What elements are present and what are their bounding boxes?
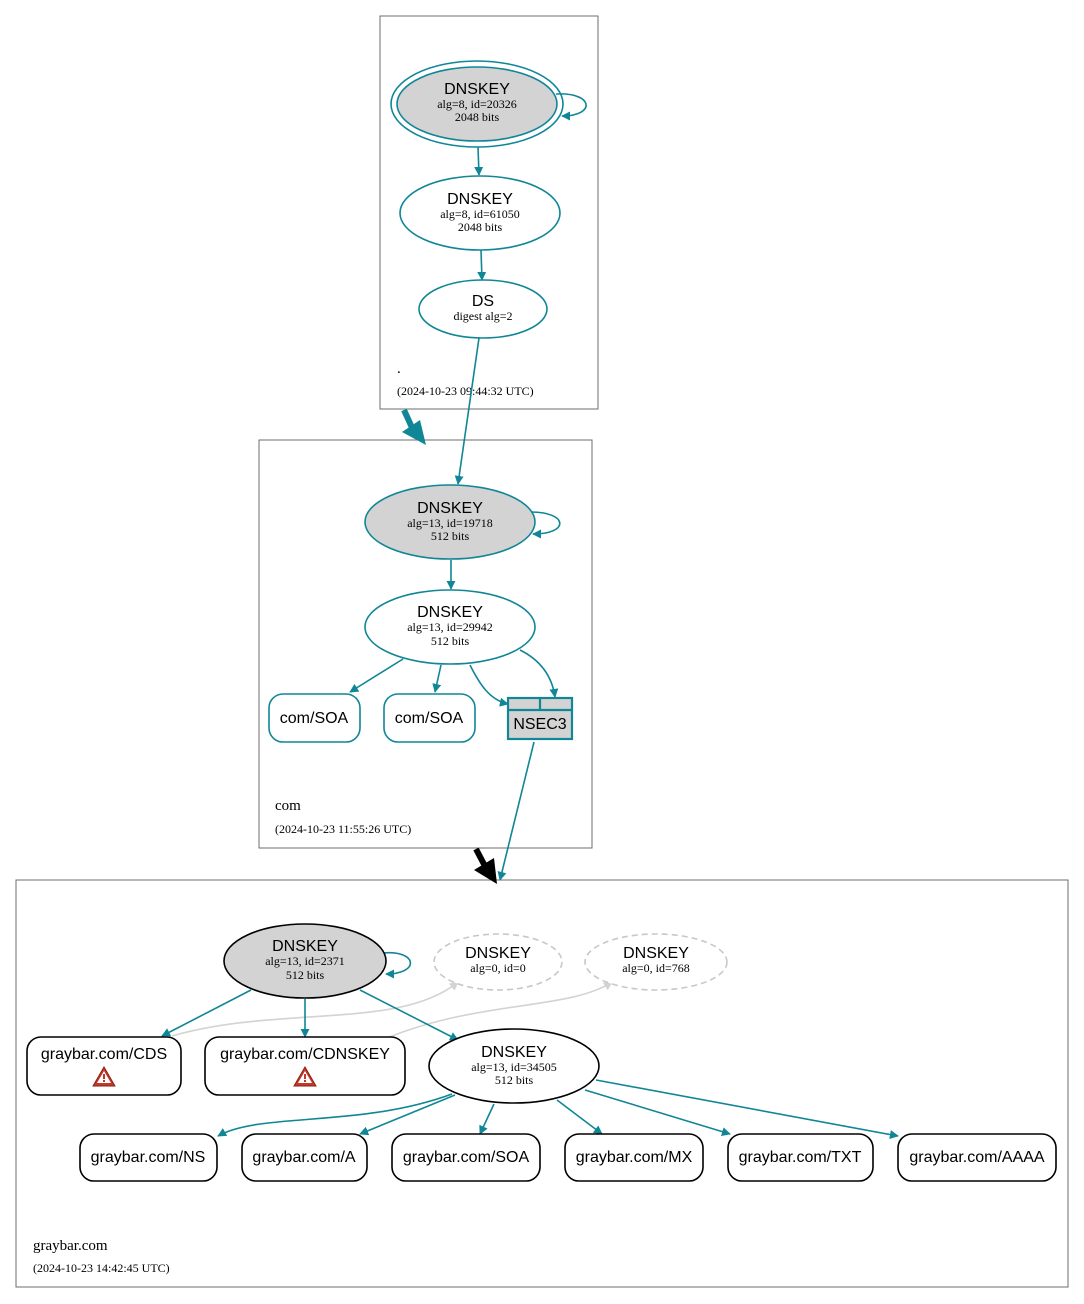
com-soa-2-label: com/SOA: [395, 710, 464, 727]
graybar-zsk-alg: alg=13, id=34505: [471, 1060, 557, 1074]
graybar-ksk-title: DNSKEY: [272, 938, 338, 955]
com-ksk-node[interactable]: DNSKEY alg=13, id=19718 512 bits: [364, 484, 536, 560]
graybar-ghost-768-title: DNSKEY: [623, 945, 689, 962]
zone-graybar-name: graybar.com: [33, 1238, 108, 1254]
zone-root-timestamp: (2024-10-23 09:44:32 UTC): [397, 384, 534, 398]
root-zsk-node[interactable]: DNSKEY alg=8, id=61050 2048 bits: [399, 175, 561, 251]
com-soa-1-label: com/SOA: [280, 710, 349, 727]
root-ksk-alg: alg=8, id=20326: [437, 97, 517, 111]
graybar-ksk-node[interactable]: DNSKEY alg=13, id=2371 512 bits: [223, 923, 387, 999]
com-soa-node-2[interactable]: com/SOA: [383, 693, 476, 743]
graybar-cdnskey-label: graybar.com/CDNSKEY: [220, 1046, 390, 1063]
graybar-mx-node[interactable]: graybar.com/MX: [564, 1133, 704, 1182]
com-zsk-bits: 512 bits: [431, 634, 470, 648]
graybar-zsk-title: DNSKEY: [481, 1044, 547, 1061]
graybar-cds-label: graybar.com/CDS: [41, 1046, 167, 1063]
graybar-zsk-bits: 512 bits: [495, 1073, 534, 1087]
delegation-arrow-com-graybar: [473, 847, 497, 884]
graybar-soa-node[interactable]: graybar.com/SOA: [391, 1133, 541, 1182]
com-zsk-title: DNSKEY: [417, 604, 483, 621]
graybar-cds-node[interactable]: graybar.com/CDS: [26, 1036, 182, 1096]
root-zsk-alg: alg=8, id=61050: [440, 207, 520, 221]
com-ksk-title: DNSKEY: [417, 500, 483, 517]
com-ksk-alg: alg=13, id=19718: [407, 516, 493, 530]
graybar-ghost-dnskey-0[interactable]: DNSKEY alg=0, id=0: [433, 933, 563, 991]
warning-icon: [92, 1066, 116, 1087]
edges-graybar-insecure: [171, 981, 613, 1039]
root-ds-digest: digest alg=2: [453, 309, 512, 323]
com-soa-node-1[interactable]: com/SOA: [268, 693, 361, 743]
edges-graybar: [161, 952, 899, 1139]
zone-graybar-box: [15, 879, 1069, 1288]
graybar-a-label: graybar.com/A: [252, 1149, 355, 1166]
zone-root-name: .: [397, 361, 401, 377]
graybar-ghost-0-title: DNSKEY: [465, 945, 531, 962]
graybar-ghost-dnskey-768[interactable]: DNSKEY alg=0, id=768: [584, 933, 728, 991]
com-nsec3-node[interactable]: NSEC3: [506, 696, 574, 741]
root-zsk-title: DNSKEY: [447, 191, 513, 208]
zone-graybar-timestamp: (2024-10-23 14:42:45 UTC): [33, 1261, 170, 1275]
graybar-txt-label: graybar.com/TXT: [739, 1149, 862, 1166]
graybar-aaaa-node[interactable]: graybar.com/AAAA: [897, 1133, 1057, 1182]
graybar-ghost-0-alg: alg=0, id=0: [470, 961, 526, 975]
graybar-a-node[interactable]: graybar.com/A: [241, 1133, 368, 1182]
com-zsk-node[interactable]: DNSKEY alg=13, id=29942 512 bits: [364, 589, 536, 665]
com-zsk-alg: alg=13, id=29942: [407, 620, 493, 634]
graybar-cdnskey-node[interactable]: graybar.com/CDNSKEY: [204, 1036, 406, 1096]
root-zsk-bits: 2048 bits: [458, 220, 503, 234]
graybar-ns-node[interactable]: graybar.com/NS: [79, 1133, 218, 1182]
graybar-aaaa-label: graybar.com/AAAA: [909, 1149, 1045, 1166]
graybar-ksk-alg: alg=13, id=2371: [265, 954, 345, 968]
com-ksk-bits: 512 bits: [431, 529, 470, 543]
graybar-zsk-node[interactable]: DNSKEY alg=13, id=34505 512 bits: [428, 1028, 600, 1104]
edges-com: [349, 511, 561, 881]
graybar-ns-label: graybar.com/NS: [91, 1149, 206, 1166]
edges-root: [454, 93, 587, 485]
zone-com-timestamp: (2024-10-23 11:55:26 UTC): [275, 822, 411, 836]
zone-root-box: [379, 15, 599, 410]
graybar-soa-label: graybar.com/SOA: [403, 1149, 530, 1166]
graybar-txt-node[interactable]: graybar.com/TXT: [727, 1133, 874, 1182]
root-ksk-bits: 2048 bits: [455, 110, 500, 124]
root-ksk-node[interactable]: DNSKEY alg=8, id=20326 2048 bits: [390, 60, 564, 148]
graybar-mx-label: graybar.com/MX: [576, 1149, 693, 1166]
root-ds-node[interactable]: DS digest alg=2: [418, 279, 548, 339]
zone-com-name: com: [275, 798, 301, 814]
root-ksk-title: DNSKEY: [444, 81, 510, 98]
warning-icon: [293, 1066, 317, 1087]
delegation-arrow-root-com: [401, 408, 426, 445]
graybar-ghost-768-alg: alg=0, id=768: [622, 961, 690, 975]
zone-com-box: [258, 439, 593, 849]
root-ds-title: DS: [472, 293, 494, 310]
com-nsec3-label: NSEC3: [513, 716, 566, 733]
graybar-ksk-bits: 512 bits: [286, 968, 325, 982]
